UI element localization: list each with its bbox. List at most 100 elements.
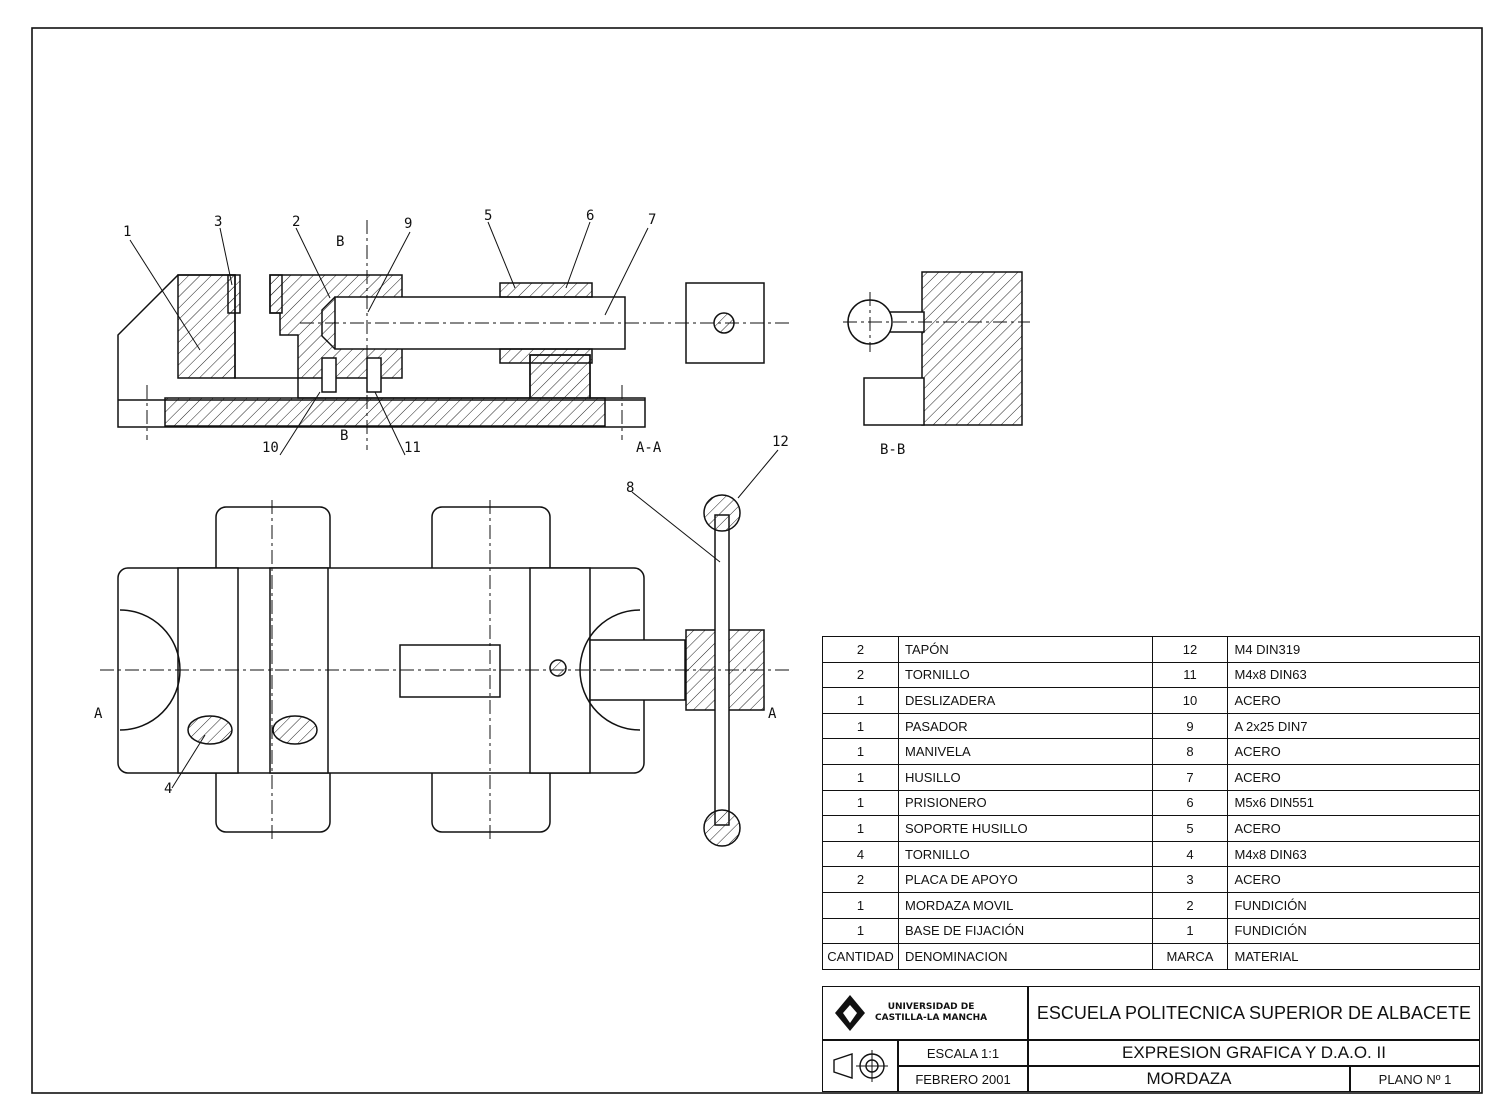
bom-mark: 6 xyxy=(1151,789,1229,817)
cut-label-a-left: A xyxy=(94,706,103,722)
section-a-a-view xyxy=(117,220,790,450)
bom-name: SOPORTE HUSILLO xyxy=(897,815,1153,842)
bom-qty: 2 xyxy=(822,661,899,689)
bom-mark: 8 xyxy=(1151,738,1229,765)
bom-mark: 5 xyxy=(1151,815,1229,842)
title-block: UNIVERSIDAD DE CASTILLA-LA MANCHA ESCUEL… xyxy=(822,986,1480,1092)
bom-material: M5x6 DIN551 xyxy=(1227,789,1480,817)
date-label: FEBRERO 2001 xyxy=(898,1066,1028,1092)
part-title: MORDAZA xyxy=(1028,1066,1350,1092)
bom-name: MANIVELA xyxy=(897,738,1153,765)
university-logo-cell: UNIVERSIDAD DE CASTILLA-LA MANCHA xyxy=(822,986,1028,1040)
bom-material: ACERO xyxy=(1227,866,1480,893)
section-b-b-view xyxy=(843,271,1030,426)
bom-qty: 1 xyxy=(822,815,899,842)
university-logo-icon xyxy=(835,995,865,1031)
bom-material: ACERO xyxy=(1227,738,1480,765)
plan-view xyxy=(100,494,790,847)
bom-name: MORDAZA MOVIL xyxy=(897,891,1153,919)
university-name-line2: CASTILLA-LA MANCHA xyxy=(875,1013,988,1023)
cut-label-b-top: B xyxy=(336,234,344,250)
school-name: ESCUELA POLITECNICA SUPERIOR DE ALBACETE xyxy=(1028,986,1480,1040)
callout-5: 5 xyxy=(484,208,492,224)
bom-mark: 11 xyxy=(1151,661,1229,689)
callout-9: 9 xyxy=(404,216,412,232)
bom-material: ACERO xyxy=(1227,687,1480,714)
bom-qty: 4 xyxy=(822,840,899,868)
bom-qty: 1 xyxy=(822,738,899,765)
callout-6: 6 xyxy=(586,208,594,224)
course-title: EXPRESION GRAFICA Y D.A.O. II xyxy=(1028,1040,1480,1066)
bom-material: FUNDICIÓN xyxy=(1227,917,1480,945)
callout-7: 7 xyxy=(648,212,656,228)
callout-2: 2 xyxy=(292,214,300,230)
bom-name: TORNILLO xyxy=(897,840,1153,868)
bom-name: TAPÓN xyxy=(897,636,1153,663)
callout-4: 4 xyxy=(164,781,172,797)
bom-qty: 1 xyxy=(822,891,899,919)
projection-symbol-icon xyxy=(833,1050,888,1082)
callout-labels: 1 2 3 4 5 6 7 8 9 10 11 12 A-A B-B B B A… xyxy=(94,208,905,797)
university-name-line1: UNIVERSIDAD DE xyxy=(887,1002,975,1012)
plan-number: PLANO Nº 1 xyxy=(1350,1066,1480,1092)
bom-material: M4 DIN319 xyxy=(1227,636,1480,663)
bom-mark: 1 xyxy=(1151,917,1229,945)
bom-name: BASE DE FIJACIÓN xyxy=(897,917,1153,945)
scale-label: ESCALA 1:1 xyxy=(898,1040,1028,1066)
bom-qty: 1 xyxy=(822,789,899,817)
bom-material: M4x8 DIN63 xyxy=(1227,840,1480,868)
bom-name: PASADOR xyxy=(897,712,1153,740)
bom-material: ACERO xyxy=(1227,815,1480,842)
section-label-a-a: A-A xyxy=(636,440,662,456)
projection-symbol-cell xyxy=(822,1040,898,1092)
bom-mark: 7 xyxy=(1151,763,1229,791)
bom-header-qty: CANTIDAD xyxy=(822,943,899,970)
bom-mark: 9 xyxy=(1151,712,1229,740)
bom-material: A 2x25 DIN7 xyxy=(1227,712,1480,740)
callout-11: 11 xyxy=(404,440,421,456)
bom-name: PRISIONERO xyxy=(897,789,1153,817)
sheet-border xyxy=(31,27,1483,1094)
bom-mark: 2 xyxy=(1151,891,1229,919)
bom-name: HUSILLO xyxy=(897,763,1153,791)
callout-leaders xyxy=(129,221,779,789)
bom-qty: 2 xyxy=(822,636,899,663)
bom-header-material: MATERIAL xyxy=(1227,943,1480,970)
bom-mark: 10 xyxy=(1151,687,1229,714)
bom-name: TORNILLO xyxy=(897,661,1153,689)
bom-qty: 2 xyxy=(822,866,899,893)
cut-label-a-right: A xyxy=(768,706,777,722)
bom-header-name: DENOMINACION xyxy=(897,943,1153,970)
bom-material: M4x8 DIN63 xyxy=(1227,661,1480,689)
callout-8: 8 xyxy=(626,480,634,496)
callout-10: 10 xyxy=(262,440,279,456)
bom-mark: 3 xyxy=(1151,866,1229,893)
bom-header-mark: MARCA xyxy=(1151,943,1229,970)
cut-label-b-bottom: B xyxy=(340,428,348,444)
bom-qty: 1 xyxy=(822,763,899,791)
bom-qty: 1 xyxy=(822,917,899,945)
section-label-b-b: B-B xyxy=(880,442,905,458)
bom-mark: 4 xyxy=(1151,840,1229,868)
callout-1: 1 xyxy=(123,224,131,240)
callout-3: 3 xyxy=(214,214,222,230)
bom-mark: 12 xyxy=(1151,636,1229,663)
bom-qty: 1 xyxy=(822,687,899,714)
bom-qty: 1 xyxy=(822,712,899,740)
bom-material: FUNDICIÓN xyxy=(1227,891,1480,919)
bom-name: DESLIZADERA xyxy=(897,687,1153,714)
